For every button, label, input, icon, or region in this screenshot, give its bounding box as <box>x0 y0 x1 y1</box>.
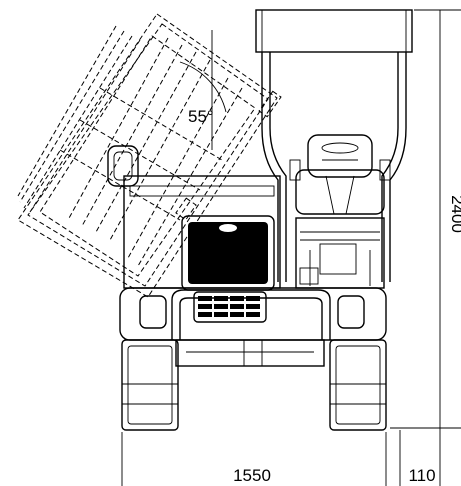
track-width-dimension-label: 1550 <box>233 466 271 485</box>
bumper-vents <box>198 296 260 317</box>
radiator-grille <box>188 222 268 284</box>
angle-label: 55° <box>188 107 214 126</box>
tipped-skip-outline <box>17 13 282 298</box>
left-track <box>121 339 179 431</box>
right-track <box>329 339 387 431</box>
height-dimension-label: 2400 <box>448 195 461 233</box>
chassis-body <box>107 145 281 291</box>
front-bumper <box>119 287 387 341</box>
operator-seat <box>289 134 391 215</box>
side-lamp <box>107 145 139 187</box>
undercarriage <box>175 339 325 367</box>
engine-bay <box>295 217 385 289</box>
extra-width-dimension-label: 110 <box>408 466 435 485</box>
angle-indicator: 55° <box>179 30 227 150</box>
dimension-lines <box>121 9 461 486</box>
rops-frame <box>255 9 413 282</box>
skip-ribs <box>17 25 243 267</box>
